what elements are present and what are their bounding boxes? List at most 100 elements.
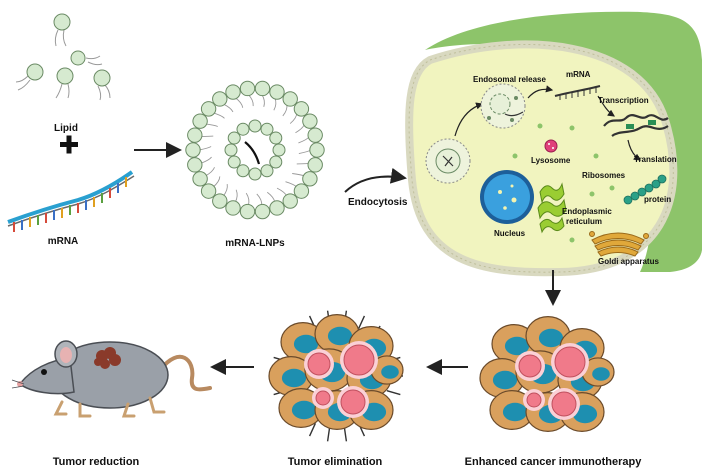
lnp-lipid-head xyxy=(293,101,310,117)
mouse-legs xyxy=(53,396,166,418)
lnp-lipid-head xyxy=(309,142,325,158)
immune-cell xyxy=(526,392,542,408)
plus-icon xyxy=(60,135,78,154)
lnp-lipid-head xyxy=(307,157,323,173)
cell: Endosomal release mRNA Transcription Tra… xyxy=(405,11,702,277)
lnp-inner-lipid-head xyxy=(260,164,274,178)
mrna-lnp-particle xyxy=(185,80,325,220)
lnp-inner-lipid-head xyxy=(227,131,241,145)
lnp-lipid-head xyxy=(187,127,203,143)
ribosomes-label: Ribosomes xyxy=(582,171,626,180)
tumor-spike xyxy=(326,427,331,442)
golgi-label: Goldi apparatus xyxy=(598,257,659,266)
tumor-reduction-label: Tumor reduction xyxy=(53,456,140,468)
lnp-lipid-head xyxy=(302,113,318,129)
mrna-cell-label: mRNA xyxy=(566,70,591,79)
lnp-lipid-head xyxy=(293,183,310,199)
transcription-label: Transcription xyxy=(598,96,649,105)
lipid-particles xyxy=(15,13,111,101)
enhanced-immunotherapy-label: Enhanced cancer immunotherapy xyxy=(465,456,643,468)
arrow-translation xyxy=(627,139,641,161)
tumor-cluster-immunotherapy xyxy=(479,316,615,432)
tumor-cell-nucleus xyxy=(327,326,353,346)
cytoplasm-mrna-bases xyxy=(559,87,597,100)
arrow-transcription xyxy=(597,95,615,117)
tumor-cell-nucleus xyxy=(293,334,319,354)
immune-cell xyxy=(307,352,331,376)
lnp-lipid-head xyxy=(212,193,228,209)
translation-complex xyxy=(603,114,669,137)
lipid-particle xyxy=(55,67,74,99)
tumor-cell-nucleus xyxy=(281,368,307,388)
lipid-label: Lipid xyxy=(54,123,78,134)
cell-membrane xyxy=(408,43,674,273)
lnp-inner-lipid-head xyxy=(248,167,262,181)
lnp-lipid-head xyxy=(254,203,271,220)
tumor-cluster-elimination xyxy=(268,310,404,442)
golgi-apparatus xyxy=(589,231,649,257)
tumor-spike xyxy=(308,423,317,437)
lnp-lipid-head xyxy=(212,91,228,107)
tumor-cell-nucleus xyxy=(592,367,610,381)
tumor-spike xyxy=(386,389,401,396)
mouse-inner-ear xyxy=(60,347,72,363)
er-label-line2: reticulum xyxy=(566,217,602,226)
mouse-tail xyxy=(158,354,212,392)
lnp-inner-lipid-head xyxy=(227,155,241,169)
tumor-cell-nucleus xyxy=(502,402,528,422)
endoplasmic-reticulum xyxy=(537,182,567,234)
lnp-inner-lipid-head xyxy=(269,131,283,145)
immune-cell xyxy=(518,354,542,378)
lnp-lipid-head xyxy=(200,183,217,199)
lnp-lipid-head xyxy=(185,142,201,158)
lnp-mrna xyxy=(244,141,261,165)
endocytosis-arrow xyxy=(344,167,407,193)
lipid-particle xyxy=(93,69,111,101)
tumor-elimination-label: Tumor elimination xyxy=(288,456,383,468)
lnp-lipid-head xyxy=(192,113,208,129)
nucleus xyxy=(480,170,534,224)
immune-cell xyxy=(551,391,577,417)
mouse-eye xyxy=(41,369,47,375)
lnp-inner-lipid-head xyxy=(236,122,250,136)
immune-cell xyxy=(343,344,375,376)
nucleus-label: Nucleus xyxy=(494,229,526,238)
mrna-lnps-label: mRNA-LNPs xyxy=(225,238,285,249)
immune-cell xyxy=(554,346,586,378)
lnp-inner-lipid-head xyxy=(272,143,286,157)
tumor-cell-nucleus xyxy=(492,370,518,390)
tumor-cell-nucleus xyxy=(504,336,530,356)
endocytosis-label: Endocytosis xyxy=(348,197,408,208)
mrna-strand xyxy=(7,170,135,232)
lnp-lipid-head xyxy=(307,127,323,143)
endosomal-release-label: Endosomal release xyxy=(473,75,546,84)
lnp-lipid-head xyxy=(282,91,298,107)
tumor-cell-nucleus xyxy=(381,365,399,379)
tumor-cell-nucleus xyxy=(538,328,564,348)
tumor-cell-nucleus xyxy=(291,400,317,420)
lnp-inner-lipid-head xyxy=(260,122,274,136)
protein-chain xyxy=(623,174,667,205)
entering-endosome xyxy=(425,138,471,184)
translation-label: Translation xyxy=(634,155,677,164)
immune-cell xyxy=(315,390,331,406)
ribosomes xyxy=(512,123,615,243)
lnp-lipid-head xyxy=(187,157,203,173)
tumor-spike xyxy=(343,427,348,442)
lnp-lipid-head xyxy=(200,101,217,117)
arrow-to-mrna xyxy=(527,85,554,99)
lnp-lipid-head xyxy=(192,171,208,187)
er-label-line1: Endoplasmic xyxy=(562,207,612,216)
immune-cell xyxy=(340,389,366,415)
lipid-particle xyxy=(15,63,44,91)
lnp-lipid-head xyxy=(269,84,285,100)
lysosome-label: Lysosome xyxy=(531,156,571,165)
lnp-lipid-head xyxy=(269,200,285,216)
arrow-to-release xyxy=(454,102,484,137)
lysosome xyxy=(544,139,558,153)
lnp-inner-lipid-head xyxy=(248,119,262,133)
mouse xyxy=(11,340,212,418)
tumor-spike xyxy=(357,315,366,329)
lnp-lipid-head xyxy=(239,80,256,97)
